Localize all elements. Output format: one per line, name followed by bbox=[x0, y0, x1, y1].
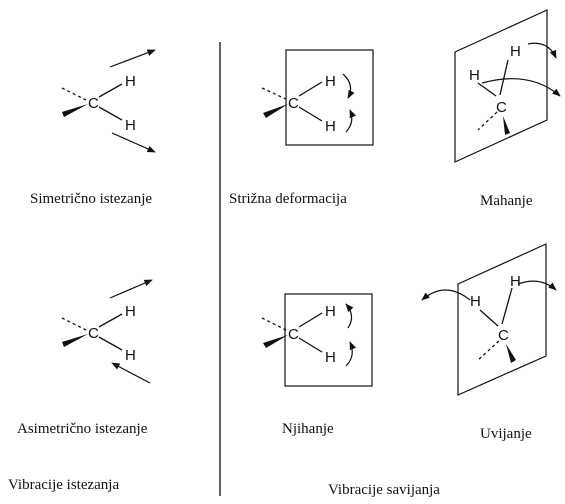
carbon-label: C bbox=[88, 325, 99, 342]
curved-arrow-icon bbox=[527, 42, 557, 59]
rocking-molecule: C H H bbox=[261, 293, 373, 387]
twisting-molecule: C H H bbox=[421, 243, 557, 396]
caption-symmetric-stretch: Simetrično istezanje bbox=[30, 191, 152, 207]
curved-arrow-icon bbox=[342, 73, 355, 99]
wagging-molecule: C H H bbox=[454, 9, 561, 163]
hydrogen-label: H bbox=[325, 118, 336, 135]
plane-parallelogram bbox=[454, 9, 548, 163]
hydrogen-label: H bbox=[470, 293, 481, 310]
caption-rocking: Njihanje bbox=[282, 421, 334, 437]
hydrogen-label: H bbox=[325, 303, 336, 320]
plane-parallelogram bbox=[457, 243, 547, 396]
hydrogen-label: H bbox=[325, 349, 336, 366]
scissoring-molecule: C H H bbox=[261, 49, 374, 146]
curved-arrow-icon bbox=[345, 109, 357, 133]
arrow-in-icon bbox=[111, 362, 151, 384]
hydrogen-label: H bbox=[325, 73, 336, 90]
plane-box bbox=[285, 49, 374, 146]
curved-arrow-icon bbox=[481, 78, 561, 97]
curved-arrow-icon bbox=[345, 341, 357, 367]
caption-bending-group: Vibracije savijanja bbox=[328, 482, 440, 498]
carbon-label: C bbox=[496, 99, 507, 116]
hydrogen-label: H bbox=[125, 303, 136, 320]
symmetric-stretch-molecule: C H H bbox=[61, 49, 156, 153]
hydrogen-label: H bbox=[125, 117, 136, 134]
caption-scissoring: Strižna deformacija bbox=[229, 191, 347, 207]
asymmetric-stretch-molecule: C H H bbox=[61, 279, 153, 384]
carbon-label: C bbox=[288, 326, 299, 343]
carbon-label: C bbox=[288, 95, 299, 112]
arrow-out-icon bbox=[109, 49, 156, 68]
hydrogen-label: H bbox=[510, 273, 521, 290]
arrow-out-icon bbox=[111, 132, 156, 153]
curved-arrow-icon bbox=[421, 289, 471, 301]
caption-stretching-group: Vibracije istezanja bbox=[8, 477, 119, 493]
hydrogen-label: H bbox=[125, 347, 136, 364]
curved-arrow-icon bbox=[345, 303, 354, 329]
carbon-label: C bbox=[88, 95, 99, 112]
plane-box bbox=[284, 293, 373, 387]
carbon-label: C bbox=[498, 327, 509, 344]
caption-asymmetric-stretch: Asimetrično istezanje bbox=[17, 421, 148, 437]
hydrogen-label: H bbox=[469, 67, 480, 84]
caption-twisting: Uvijanje bbox=[480, 426, 532, 442]
curved-arrow-icon bbox=[517, 280, 557, 291]
hydrogen-label: H bbox=[125, 73, 136, 90]
arrow-out-icon bbox=[109, 279, 153, 299]
caption-wagging: Mahanje bbox=[480, 193, 533, 209]
hydrogen-label: H bbox=[510, 43, 521, 60]
